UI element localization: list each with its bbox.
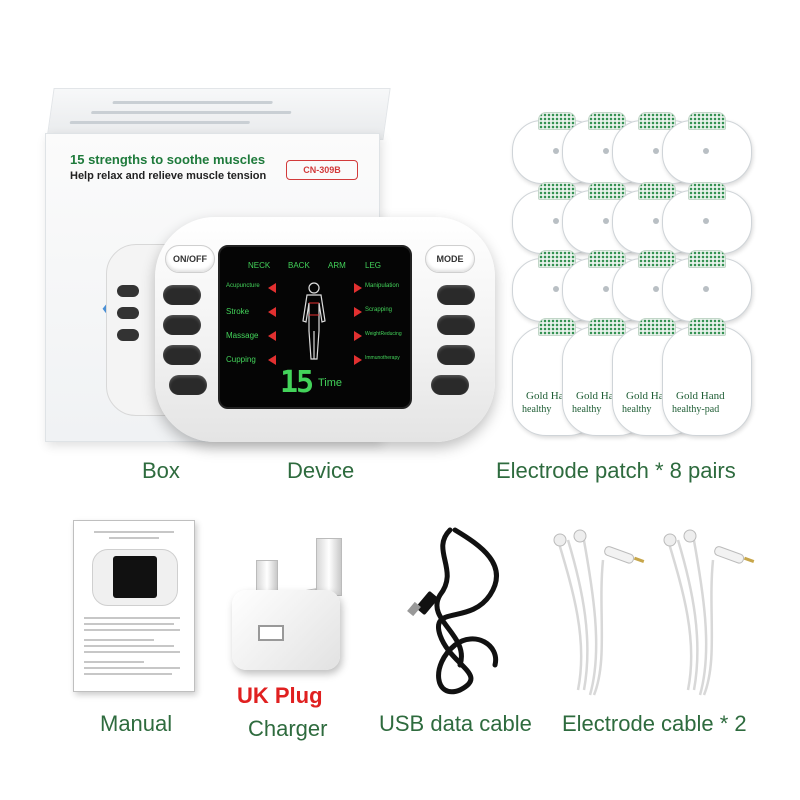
body-part-arm: ARM xyxy=(328,261,346,270)
arrow-right-icon xyxy=(354,307,362,317)
label-electrode-patch: Electrode patch * 8 pairs xyxy=(496,458,736,483)
arrow-right-icon xyxy=(354,283,362,293)
arrow-left-icon xyxy=(268,283,276,293)
electrode-pad xyxy=(662,112,752,186)
mode-immunotherapy: Immunotherapy xyxy=(365,355,400,361)
usb-data-cable xyxy=(407,527,499,695)
label-manual: Manual xyxy=(100,711,173,736)
box-model-badge: CN-309B xyxy=(286,160,358,180)
right-key-3[interactable] xyxy=(437,345,475,365)
human-body-icon xyxy=(302,282,326,360)
label-usb-data-cable: USB data cable xyxy=(379,711,532,736)
electrode-pad xyxy=(662,182,752,256)
body-part-back: BACK xyxy=(288,261,310,270)
right-key-2[interactable] xyxy=(437,315,475,335)
pad-brand-text: Gold Han xyxy=(576,390,620,402)
electrode-cable-1 xyxy=(553,529,645,696)
usb-port xyxy=(258,625,284,641)
label-electrode-cable: Electrode cable * 2 xyxy=(562,711,747,736)
electrode-cable-2 xyxy=(663,529,755,696)
pad-subtitle-text: healthy xyxy=(572,404,602,415)
pad-brand-text: Gold Hand xyxy=(676,390,725,402)
user-manual xyxy=(73,520,195,692)
box-headline: 15 strengths to soothe muscles xyxy=(70,152,266,167)
arrow-left-icon xyxy=(268,307,276,317)
right-key-4[interactable] xyxy=(431,375,469,395)
mode-manipulation: Manipulation xyxy=(365,283,400,289)
left-key-4[interactable] xyxy=(169,375,207,395)
left-key-1[interactable] xyxy=(163,285,201,305)
mode-massage: Massage xyxy=(226,331,259,340)
mode-button[interactable]: MODE xyxy=(425,245,475,273)
label-charger: Charger xyxy=(248,716,328,741)
mode-stroke: Stroke xyxy=(226,307,250,316)
mode-cupping: Cupping xyxy=(226,355,256,364)
lcd-screen: NECK BACK ARM LEG Acupuncture Stroke Mas… xyxy=(218,245,412,409)
left-key-2[interactable] xyxy=(163,315,201,335)
left-key-3[interactable] xyxy=(163,345,201,365)
label-box: Box xyxy=(142,458,180,483)
pad-subtitle-text: healthy xyxy=(522,404,552,415)
arrow-right-icon xyxy=(354,331,362,341)
pad-subtitle-text: healthy-pad xyxy=(672,404,720,415)
on-off-button[interactable]: ON/OFF xyxy=(165,245,215,273)
label-uk-plug: UK Plug xyxy=(237,683,323,708)
mode-scrapping: Scrapping xyxy=(365,307,393,313)
time-label: Time xyxy=(318,377,343,389)
arrow-left-icon xyxy=(268,331,276,341)
body-part-neck: NECK xyxy=(248,261,271,270)
tens-device: ON/OFF MODE NECK BACK ARM LEG Acupunctur… xyxy=(155,217,495,442)
electrode-pad: Gold Hand healthy-pad xyxy=(662,318,752,438)
intensity-digits: 15 xyxy=(280,365,314,400)
mode-acupuncture: Acupuncture xyxy=(226,283,260,289)
plug-prong xyxy=(316,538,342,596)
pad-brand-text: Gold Ha xyxy=(526,390,564,402)
pad-brand-text: Gold Han xyxy=(626,390,670,402)
mode-weight-reducing: WeightReducing xyxy=(365,331,402,337)
arrow-left-icon xyxy=(268,355,276,365)
box-subline: Help relax and relieve muscle tension xyxy=(70,170,267,182)
uk-plug-charger xyxy=(232,590,340,670)
right-key-1[interactable] xyxy=(437,285,475,305)
pad-subtitle-text: healthy xyxy=(622,404,652,415)
electrode-pad xyxy=(562,250,652,324)
arrow-right-icon xyxy=(354,355,362,365)
label-device: Device xyxy=(287,458,355,483)
body-part-leg: LEG xyxy=(365,261,382,270)
electrode-pad xyxy=(662,250,752,324)
